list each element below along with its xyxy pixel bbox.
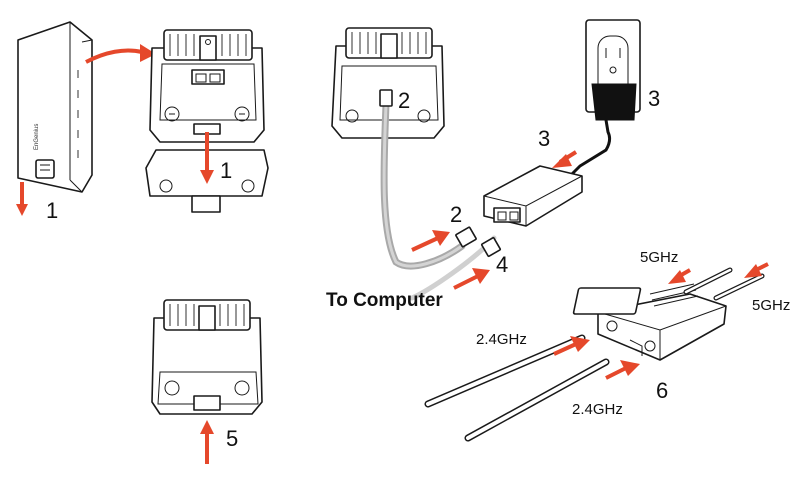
heatsink-fins <box>169 34 247 56</box>
step-number: 1 <box>220 158 232 183</box>
rj45-plug <box>379 89 393 107</box>
label-2-4ghz-left: 2.4GHz <box>476 331 527 348</box>
arrow-cover-down-head <box>200 170 214 184</box>
antenna-2-4ghz <box>424 334 586 408</box>
arrow-cover-up-head <box>200 420 214 434</box>
curved-arrow-open-cover <box>85 48 143 64</box>
device-reassembled <box>151 299 263 415</box>
step-number: 5 <box>226 426 238 451</box>
step-number: 4 <box>496 252 508 277</box>
poe-injector <box>483 165 583 227</box>
arrow-slide-down-head <box>16 204 28 216</box>
label-2-4ghz-bottom: 2.4GHz <box>572 401 623 418</box>
device-closed-front: EnGenius <box>17 21 93 193</box>
curved-arrow-head <box>140 44 156 62</box>
label-5ghz-top: 5GHz <box>640 249 678 266</box>
computer-cable <box>409 235 501 301</box>
to-computer-label: To Computer <box>326 290 443 311</box>
step-number: 2 <box>398 88 410 113</box>
cover-latch <box>35 159 55 179</box>
arrow-lan-to-poe <box>411 236 439 252</box>
lan-cable-to-poe <box>379 89 477 270</box>
arrow-antenna-2-4ghz <box>605 366 627 380</box>
arrow-computer-to-poe <box>453 274 479 290</box>
brand-logo: EnGenius <box>34 124 40 150</box>
device-antennas <box>572 283 727 361</box>
power-adapter <box>568 83 637 178</box>
label-5ghz-right: 5GHz <box>752 297 790 314</box>
step-number: 1 <box>46 198 58 223</box>
arrow-antenna-2-4ghz <box>553 342 577 356</box>
heatsink-fins <box>351 32 427 54</box>
antenna-5ghz <box>683 267 733 295</box>
heatsink-fins <box>169 304 245 326</box>
rj45-plug <box>481 237 501 257</box>
antenna-2-4ghz <box>464 358 610 442</box>
step-number: 3 <box>538 126 550 151</box>
step-number: 3 <box>648 86 660 111</box>
device-opened <box>149 29 265 143</box>
antenna-5ghz <box>713 273 765 301</box>
step-number: 2 <box>450 202 462 227</box>
rj45-plug <box>455 226 477 248</box>
step-number: 6 <box>656 378 668 403</box>
